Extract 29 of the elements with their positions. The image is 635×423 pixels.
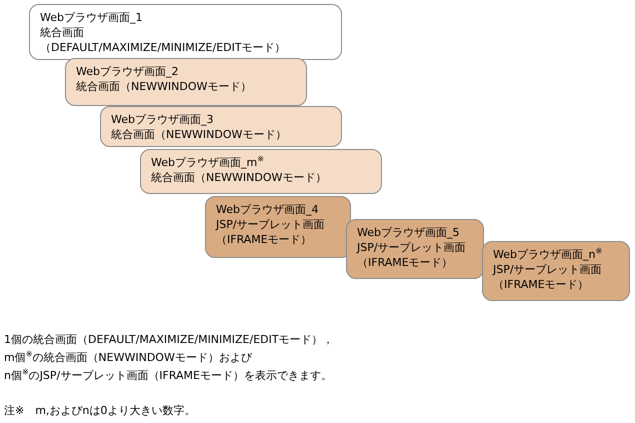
screen-card <box>65 58 307 106</box>
screen-card <box>29 4 342 60</box>
screen-text: （IFRAMEモード） <box>493 277 590 292</box>
screen-text: Webブラウザ画面_4 <box>216 202 320 217</box>
note-text: n個$^{※}$のJSP/サーブレット画面（IFRAMEモード）を表示できます。 <box>4 368 332 383</box>
screen-card <box>205 196 351 258</box>
screen-text: 統合画面（NEWWINDOWモード） <box>151 170 328 185</box>
screen-text: Webブラウザ画面_2 <box>76 64 180 79</box>
screen-text: Webブラウザ画面_5 <box>357 225 460 240</box>
screen-text: Webブラウザ画面_m$^{※}$ <box>151 155 265 170</box>
note-text: 注※ m,およびnは0より大きい数字。 <box>4 403 196 418</box>
screen-text: 統合画面（NEWWINDOWモード） <box>76 79 252 94</box>
screen-text: 統合画面（NEWWINDOWモード） <box>111 127 288 142</box>
screen-text: Webブラウザ画面_1 <box>40 10 144 25</box>
screen-card <box>140 149 382 194</box>
screen-text: （IFRAMEモード） <box>216 232 313 247</box>
screen-text: JSP/サーブレット画面 <box>493 262 603 277</box>
screen-card <box>100 106 342 147</box>
screen-card <box>346 219 484 279</box>
screen-text: （DEFAULT/MAXIMIZE/MINIMIZE/EDITモード） <box>40 40 287 55</box>
screen-text: JSP/サーブレット画面 <box>357 240 467 255</box>
screen-card <box>482 241 630 301</box>
note-text: m個$^{※}$の統合画面（NEWWINDOWモード）および <box>4 350 252 365</box>
screen-text: （IFRAMEモード） <box>357 255 454 270</box>
screen-text: Webブラウザ画面_n$^{※}$ <box>493 247 604 262</box>
note-text: 1個の統合画面（DEFAULT/MAXIMIZE/MINIMIZE/EDITモード）， <box>4 332 334 347</box>
screen-text: Webブラウザ画面_3 <box>111 112 214 127</box>
screen-text: JSP/サーブレット画面 <box>216 217 326 232</box>
screen-text: 統合画面 <box>40 25 85 40</box>
